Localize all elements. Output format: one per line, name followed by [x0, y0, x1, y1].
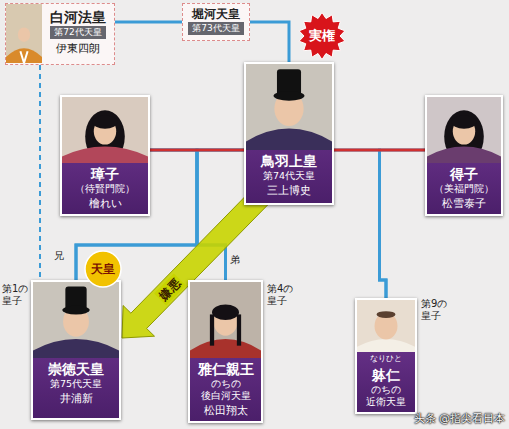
subtitle: のちの — [371, 384, 401, 396]
text-stack: 白河法皇第72代天皇伊東四朗 — [42, 8, 114, 56]
person-name: 白河法皇 — [50, 8, 106, 26]
actor-name: 檜れい — [89, 196, 122, 210]
text-stack: 雅仁親王のちの後白河天皇松田翔太 — [190, 282, 261, 417]
face — [63, 306, 89, 336]
photo-background — [190, 282, 261, 358]
photo-background — [246, 64, 332, 150]
text-stack: 鳥羽上皇第74代天皇三上博史 — [246, 64, 332, 197]
hair — [92, 115, 117, 128]
subtitle: 後白河天皇 — [201, 390, 251, 402]
hair-strand — [237, 314, 241, 345]
hat-brim — [62, 306, 89, 315]
hair — [212, 304, 239, 320]
descent-line — [380, 150, 426, 298]
badge-text: 天皇 — [91, 261, 115, 278]
person-name: 鳥羽上皇 — [261, 153, 317, 170]
robe — [357, 339, 415, 352]
photo-background — [6, 4, 42, 63]
robe — [6, 48, 42, 63]
starburst-fill — [299, 13, 345, 60]
hair — [377, 311, 396, 318]
robe — [190, 339, 261, 358]
sibling-label: 兄 — [54, 250, 64, 262]
badge-text: 実権 — [309, 27, 335, 45]
rumored-descent-line — [39, 65, 41, 280]
face — [18, 27, 30, 41]
text-stack: 崇徳天皇第75代天皇井浦新 — [33, 282, 119, 405]
hat-brim — [274, 91, 305, 101]
subtitle: のちの — [211, 378, 241, 390]
portrait-photo — [62, 97, 148, 163]
sibling-label: 弟 — [230, 254, 240, 266]
reign-number: 第73代天皇 — [188, 22, 243, 35]
text-stack: 実権 — [298, 12, 346, 60]
circle-fill — [85, 251, 121, 287]
portrait-photo — [357, 300, 415, 352]
person-card: 雅仁親王のちの後白河天皇松田翔太 — [188, 280, 263, 423]
person-card: 崇徳天皇第75代天皇井浦新 — [31, 280, 121, 420]
actor-name: 井浦新 — [60, 391, 93, 405]
text-stack: 璋子（待賢門院）檜れい — [62, 97, 148, 210]
text-stack: 得子（美福門院）松雪泰子 — [427, 97, 501, 210]
actor-name: 松田翔太 — [204, 403, 248, 417]
portrait-photo — [246, 64, 332, 150]
subtitle: 第75代天皇 — [50, 378, 102, 390]
text-stack: 堀河天皇第73代天皇 — [186, 7, 246, 35]
person-name: 躰仁 — [372, 367, 400, 384]
subtitle: （待賢門院） — [75, 183, 135, 195]
photo-background — [33, 282, 119, 358]
person-name: 雅仁親王 — [198, 361, 254, 378]
subtitle: （美福門院） — [434, 183, 494, 195]
person-card: 鳥羽上皇第74代天皇三上博史 — [244, 62, 334, 205]
person-box: 堀河天皇第73代天皇 — [182, 3, 250, 41]
text-stack: なりひと躰仁のちの近衛天皇 — [357, 300, 415, 408]
portrait-photo — [6, 4, 42, 63]
person-card: 璋子（待賢門院）檜れい — [60, 95, 150, 216]
portrait-photo — [33, 282, 119, 358]
person-name: 堀河天皇 — [192, 7, 240, 22]
person-name: 崇徳天皇 — [48, 361, 104, 378]
hair — [451, 115, 476, 128]
marriage-line — [150, 149, 244, 152]
text-stack: 天皇 — [84, 250, 122, 288]
descent-line — [115, 21, 182, 24]
marriage-line — [334, 149, 425, 152]
robe — [33, 339, 119, 358]
robe — [427, 147, 501, 164]
collar — [20, 51, 27, 63]
photo-background — [357, 300, 415, 352]
person-box: 白河法皇第72代天皇伊東四朗 — [5, 3, 115, 65]
person-name: 璋子 — [91, 166, 119, 183]
watermark: 头条 @指尖看日本 — [414, 411, 506, 426]
descent-line — [250, 22, 289, 62]
person-card: 得子（美福門院）松雪泰子 — [425, 95, 503, 216]
person-card: なりひと躰仁のちの近衛天皇 — [355, 298, 417, 414]
subtitle: 第74代天皇 — [263, 170, 315, 182]
circle-badge: 天皇 — [84, 250, 122, 288]
photo-background — [62, 97, 148, 163]
reign-number: 第72代天皇 — [50, 26, 105, 39]
person-name: 得子 — [450, 166, 478, 183]
robe — [62, 147, 148, 164]
starburst-badge: 実権 — [298, 12, 346, 60]
hair-strand — [210, 314, 214, 345]
actor-name: 伊東四朗 — [56, 41, 100, 56]
birth-order-label: 第1の皇子 — [2, 283, 30, 306]
birth-order-label: 第4の皇子 — [267, 283, 295, 306]
portrait-photo — [190, 282, 261, 358]
actor-name: 松雪泰子 — [442, 196, 486, 210]
ruby-reading: なりひと — [370, 354, 402, 364]
subtitle: 近衛天皇 — [366, 396, 406, 408]
actor-name: 三上博史 — [267, 183, 311, 197]
robe — [246, 129, 332, 151]
birth-order-label: 第9の皇子 — [421, 298, 449, 321]
face — [274, 92, 303, 126]
portrait-photo — [427, 97, 501, 163]
photo-background — [427, 97, 501, 163]
